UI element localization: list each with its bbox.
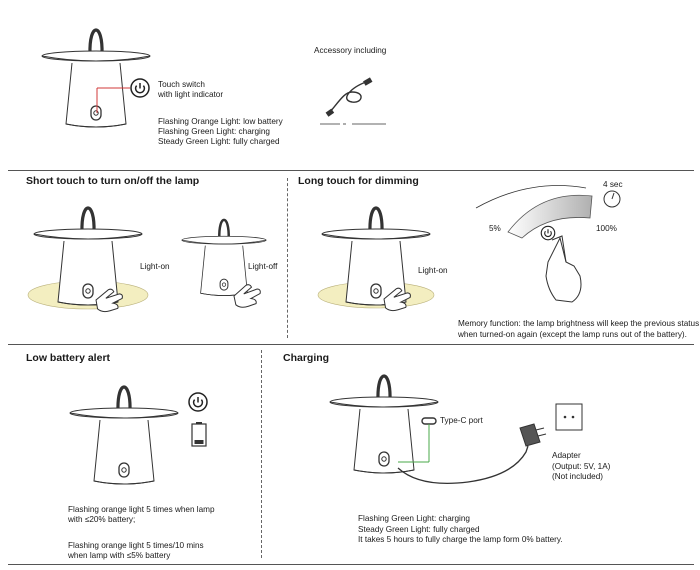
divider	[8, 344, 694, 345]
timer-label: 4 sec	[603, 180, 623, 189]
max-brightness-label: 100%	[596, 224, 617, 233]
low-battery-note-2: Flashing orange light 5 times/10 mins wh…	[68, 541, 204, 560]
indicator-states: Flashing Orange Light: low battery Flash…	[158, 117, 283, 146]
light-on-label: Light-on	[140, 262, 170, 271]
adapter-label: Adapter (Output: 5V, 1A) (Not included)	[552, 451, 611, 481]
divider	[261, 350, 262, 558]
charging-notes: Flashing Green Light: charging Steady Gr…	[358, 514, 563, 544]
memory-function-note: Memory function: the lamp brightness wil…	[458, 319, 700, 339]
light-on-label: Light-on	[418, 266, 448, 275]
section-title-low-battery: Low battery alert	[26, 352, 111, 364]
divider	[8, 170, 694, 171]
section-title-short-touch: Short touch to turn on/off the lamp	[26, 175, 200, 187]
accessory-label: Accessory including	[314, 46, 387, 55]
touch-switch-label: Touch switch with light indicator	[158, 80, 224, 99]
section-title-long-touch: Long touch for dimming	[298, 175, 419, 187]
type-c-port-label: Type-C port	[440, 416, 483, 425]
light-off-label: Light-off	[248, 262, 278, 271]
divider	[8, 564, 694, 565]
low-battery-note-1: Flashing orange light 5 times when lamp …	[68, 505, 215, 524]
min-brightness-label: 5%	[489, 224, 501, 233]
divider	[287, 178, 288, 338]
section-title-charging: Charging	[283, 352, 330, 364]
